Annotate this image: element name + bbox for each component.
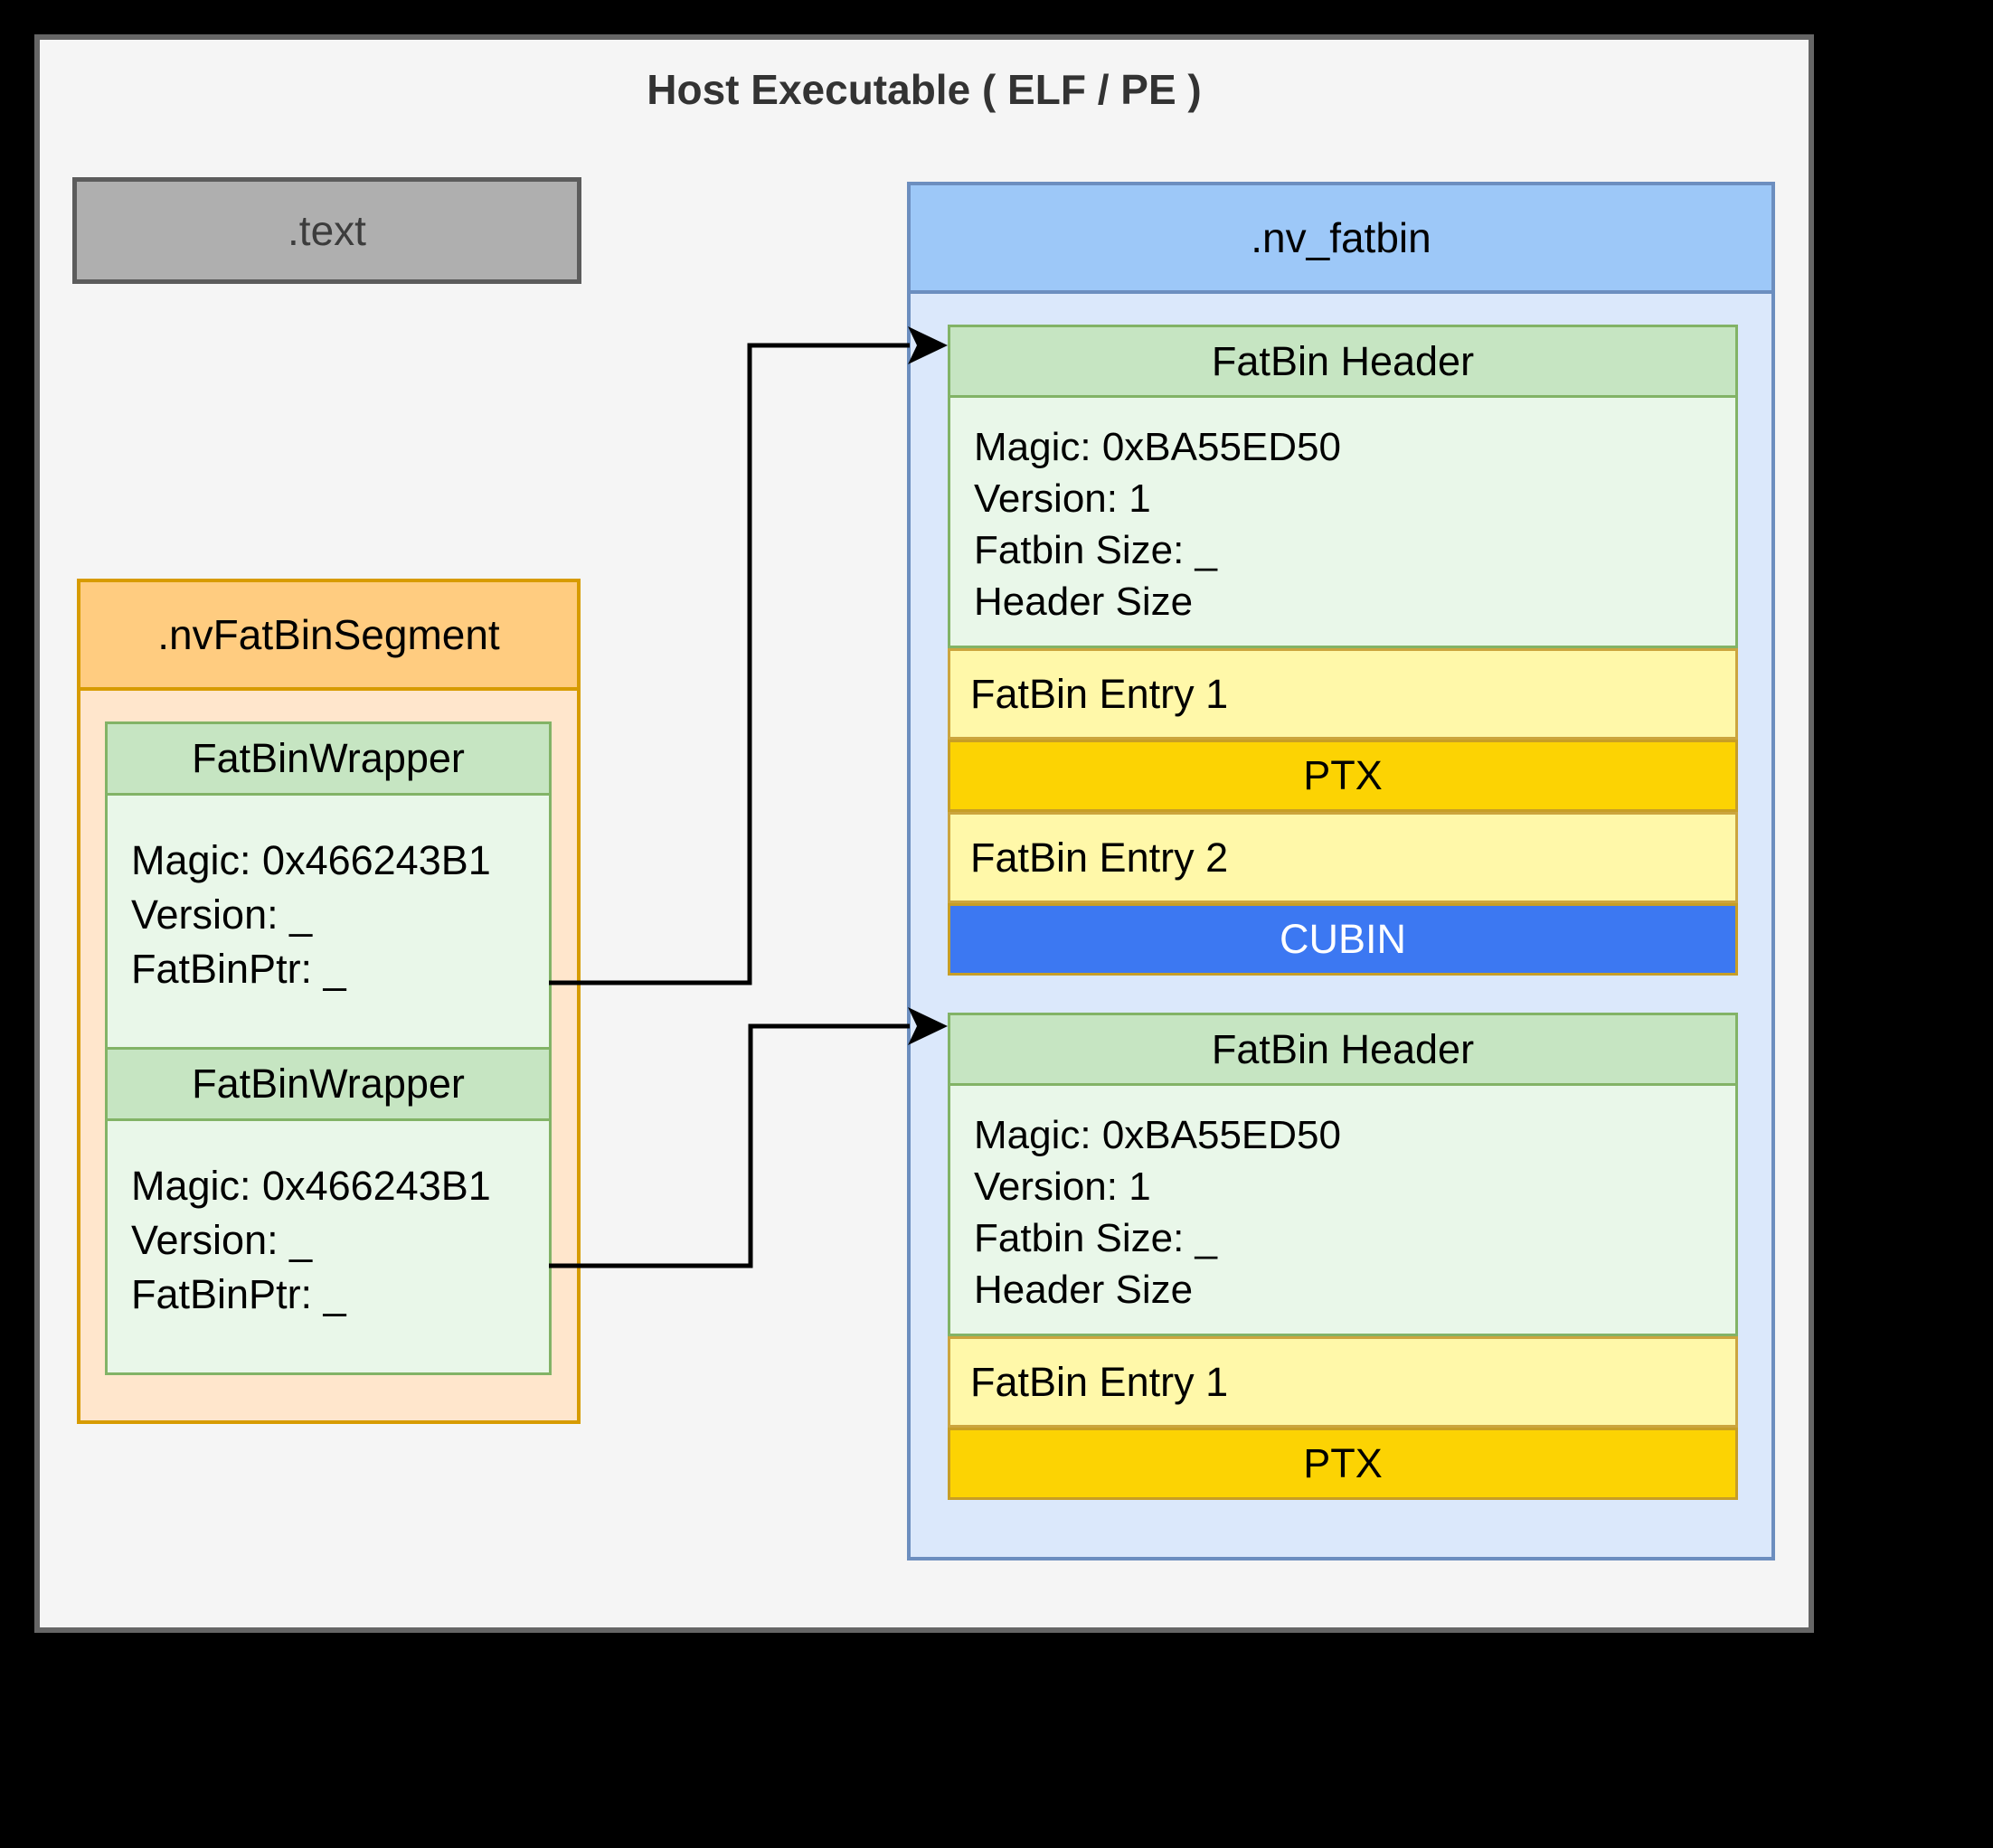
nvfatbin-box: .nv_fatbin FatBin Header Magic: 0xBA55ED… [907, 182, 1775, 1560]
nvfatbin-label: .nv_fatbin [1251, 214, 1431, 261]
fatbin-1-header-title: FatBin Header [948, 325, 1738, 398]
fatbinwrapper-1: FatBinWrapper Magic: 0x466243B1 Version:… [105, 721, 552, 1050]
nvfatbin-header: .nv_fatbin [911, 185, 1771, 294]
field-magic: Magic: 0xBA55ED50 [974, 425, 1341, 469]
field-fatbinptr: FatBinPtr: _ [131, 946, 346, 992]
field-version: Version: _ [131, 891, 313, 938]
field-version: Version: 1 [974, 1164, 1151, 1209]
field-magic: Magic: 0x466243B1 [131, 1163, 491, 1209]
fatbin-2-ptx: PTX [948, 1428, 1738, 1500]
fatbin-1-entry-1: FatBin Entry 1 [948, 648, 1738, 740]
field-fatbin-size: Fatbin Size: _ [974, 1216, 1218, 1260]
fatbinwrapper-2: FatBinWrapper Magic: 0x466243B1 Version:… [105, 1050, 552, 1375]
page-title: Host Executable ( ELF / PE ) [647, 66, 1202, 113]
nvfatbinsegment-body: FatBinWrapper Magic: 0x466243B1 Version:… [80, 691, 577, 1420]
fatbinwrapper-1-fields: Magic: 0x466243B1 Version: _ FatBinPtr: … [108, 796, 549, 1047]
fatbinwrapper-1-title: FatBinWrapper [108, 724, 549, 796]
nvfatbinsegment-box: .nvFatBinSegment FatBinWrapper Magic: 0x… [77, 579, 581, 1424]
text-section-label: .text [288, 207, 366, 254]
text-section-box: .text [72, 177, 581, 284]
fatbin-1-entry-2: FatBin Entry 2 [948, 812, 1738, 903]
fatbin-2-header-fields: Magic: 0xBA55ED50 Version: 1 Fatbin Size… [948, 1086, 1738, 1336]
fatbin-1-cubin: CUBIN [948, 903, 1738, 976]
nvfatbin-body: FatBin Header Magic: 0xBA55ED50 Version:… [911, 294, 1771, 1557]
fatbin-2-header-title: FatBin Header [948, 1013, 1738, 1086]
fatbin-1-ptx: PTX [948, 740, 1738, 812]
field-magic: Magic: 0xBA55ED50 [974, 1113, 1341, 1157]
fatbinwrapper-2-title: FatBinWrapper [108, 1050, 549, 1121]
nvfatbinsegment-label: .nvFatBinSegment [157, 611, 500, 658]
field-fatbin-size: Fatbin Size: _ [974, 528, 1218, 572]
fatbin-1-header-fields: Magic: 0xBA55ED50 Version: 1 Fatbin Size… [948, 398, 1738, 648]
field-version: Version: 1 [974, 476, 1151, 521]
field-magic: Magic: 0x466243B1 [131, 837, 491, 883]
field-version: Version: _ [131, 1217, 313, 1263]
fatbin-2-entry-1: FatBin Entry 1 [948, 1336, 1738, 1428]
field-header-size: Header Size [974, 580, 1194, 624]
fatbin-2: FatBin Header Magic: 0xBA55ED50 Version:… [948, 1013, 1738, 1500]
fatbin-1: FatBin Header Magic: 0xBA55ED50 Version:… [948, 325, 1738, 976]
diagram-canvas: Host Executable ( ELF / PE ) .text .nvFa… [34, 34, 1814, 1633]
nvfatbinsegment-header: .nvFatBinSegment [80, 582, 577, 691]
field-header-size: Header Size [974, 1268, 1194, 1312]
field-fatbinptr: FatBinPtr: _ [131, 1271, 346, 1317]
fatbinwrapper-2-fields: Magic: 0x466243B1 Version: _ FatBinPtr: … [108, 1121, 549, 1372]
